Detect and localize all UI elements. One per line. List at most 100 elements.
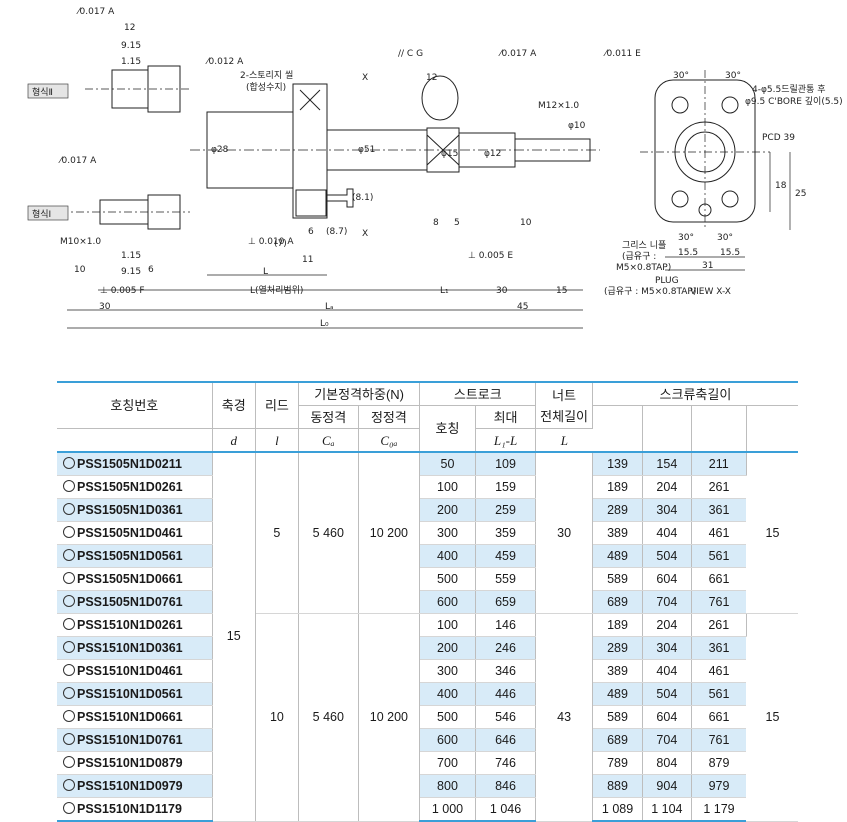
- stroke-cell: 500: [419, 567, 476, 591]
- stroke-cell: 200: [419, 498, 476, 522]
- part-number-cell[interactable]: PSS1505N1D0211: [57, 452, 213, 476]
- dim-15: 15: [556, 286, 567, 296]
- select-radio[interactable]: [63, 479, 75, 492]
- L1-cell: 689: [592, 590, 644, 614]
- La-cell: 704: [642, 728, 692, 752]
- header-lead: 리드: [255, 381, 299, 429]
- select-radio[interactable]: [63, 502, 75, 515]
- L1-cell: 689: [592, 728, 644, 752]
- part-number-cell[interactable]: PSS1505N1D0661: [57, 567, 213, 591]
- max-cell: 246: [475, 636, 537, 660]
- part-number-cell[interactable]: PSS1510N1D0461: [57, 659, 213, 683]
- part-number: PSS1505N1D0361: [77, 502, 183, 517]
- dim-18: 18: [775, 181, 787, 191]
- dim-10-b: 10: [520, 218, 532, 228]
- header-load-rating: 기본정격하중(N): [298, 381, 421, 406]
- dim-15-5-b: 15.5: [720, 248, 740, 258]
- La-cell: 204: [642, 475, 692, 499]
- stroke-cell: 100: [419, 475, 476, 499]
- stroke-cell: 300: [419, 521, 476, 545]
- part-number: PSS1510N1D0361: [77, 640, 183, 655]
- part-number-cell[interactable]: PSS1510N1D0361: [57, 636, 213, 660]
- part-number-cell[interactable]: PSS1510N1D0661: [57, 705, 213, 729]
- dim-L: L: [263, 267, 268, 277]
- La-cell: 1 104: [642, 797, 692, 822]
- La-cell: 804: [642, 751, 692, 775]
- La-cell: 204: [642, 613, 692, 637]
- part-number-cell[interactable]: PSS1505N1D0261: [57, 475, 213, 499]
- part-number-cell[interactable]: PSS1510N1D0761: [57, 728, 213, 752]
- stroke-cell: 300: [419, 659, 476, 683]
- La-cell: 704: [642, 590, 692, 614]
- select-radio[interactable]: [63, 778, 75, 791]
- select-radio[interactable]: [63, 686, 75, 699]
- max-cell: 159: [475, 475, 537, 499]
- part-number: PSS1505N1D0211: [77, 456, 182, 471]
- tol-a1: ⁄0.017 A: [76, 7, 115, 17]
- grease-sub-2: M5×0.8TAP): [616, 263, 671, 273]
- part-number-cell[interactable]: PSS1510N1D0979: [57, 774, 213, 798]
- dim-12-b: 12: [426, 73, 437, 83]
- header-shaft-dia: 축경: [212, 381, 256, 429]
- La-cell: 604: [642, 567, 692, 591]
- La-cell: 404: [642, 659, 692, 683]
- part-number-cell[interactable]: PSS1505N1D0461: [57, 521, 213, 545]
- select-radio[interactable]: [63, 456, 75, 469]
- part-number: PSS1510N1D0561: [77, 686, 183, 701]
- dim-L1: L₁: [440, 286, 449, 296]
- Lo-cell: 761: [691, 590, 747, 614]
- angle-30-a: 30°: [673, 71, 689, 81]
- select-radio[interactable]: [63, 594, 75, 607]
- select-radio[interactable]: [63, 617, 75, 630]
- stroke-cell: 500: [419, 705, 476, 729]
- dim-La: Lₐ: [325, 302, 334, 312]
- part-number-cell[interactable]: PSS1510N1D1179: [57, 797, 213, 822]
- part-number-cell[interactable]: PSS1510N1D0261: [57, 613, 213, 637]
- part-number-cell[interactable]: PSS1505N1D0561: [57, 544, 213, 568]
- select-radio[interactable]: [63, 732, 75, 745]
- l-thread-label: L(열처리범위): [250, 284, 303, 296]
- dim-8-1: (8.1): [352, 193, 373, 203]
- select-radio[interactable]: [63, 801, 75, 814]
- max-cell: 146: [475, 613, 537, 637]
- nut-length-cell: 43: [535, 613, 593, 822]
- Lo-cell: 661: [691, 705, 747, 729]
- select-radio[interactable]: [63, 640, 75, 653]
- part-number: PSS1510N1D0461: [77, 663, 183, 678]
- part-number-cell[interactable]: PSS1505N1D0361: [57, 498, 213, 522]
- part-number-cell[interactable]: PSS1510N1D0879: [57, 751, 213, 775]
- part-number: PSS1505N1D0661: [77, 571, 183, 586]
- select-radio[interactable]: [63, 571, 75, 584]
- dynamic-cell: 5 460: [298, 613, 359, 822]
- select-radio[interactable]: [63, 755, 75, 768]
- part-number: PSS1510N1D0761: [77, 732, 183, 747]
- dynamic-cell: 5 460: [298, 452, 359, 614]
- part-number: PSS1505N1D0761: [77, 594, 183, 609]
- m12-label: M12×1.0: [538, 101, 579, 111]
- L1-cell: 489: [592, 682, 644, 706]
- stroke-cell: 200: [419, 636, 476, 660]
- nut-length-cell: 30: [535, 452, 593, 614]
- select-radio[interactable]: [63, 663, 75, 676]
- header-stroke: 스트로크: [419, 381, 537, 406]
- part-number-cell[interactable]: PSS1505N1D0761: [57, 590, 213, 614]
- part-number-cell[interactable]: PSS1510N1D0561: [57, 682, 213, 706]
- select-radio[interactable]: [63, 548, 75, 561]
- sym-c0a: C₀ₐ: [358, 428, 421, 453]
- select-radio[interactable]: [63, 525, 75, 538]
- hole-note-2: φ9.5 C'BORE 깊이(5.5): [745, 95, 843, 107]
- select-radio[interactable]: [63, 709, 75, 722]
- dim-31: 31: [702, 261, 713, 271]
- dim-15-5-a: 15.5: [678, 248, 698, 258]
- dim-30: 30: [496, 286, 508, 296]
- L1-cell: 489: [592, 544, 644, 568]
- part-number: PSS1505N1D0461: [77, 525, 183, 540]
- technical-drawing: 형식Ⅱ 형식Ⅰ ⁄0.017 A ⁄0.017 A ⁄0.012 A ⁄0.01…: [27, 7, 843, 329]
- dim-25: 25: [795, 189, 806, 199]
